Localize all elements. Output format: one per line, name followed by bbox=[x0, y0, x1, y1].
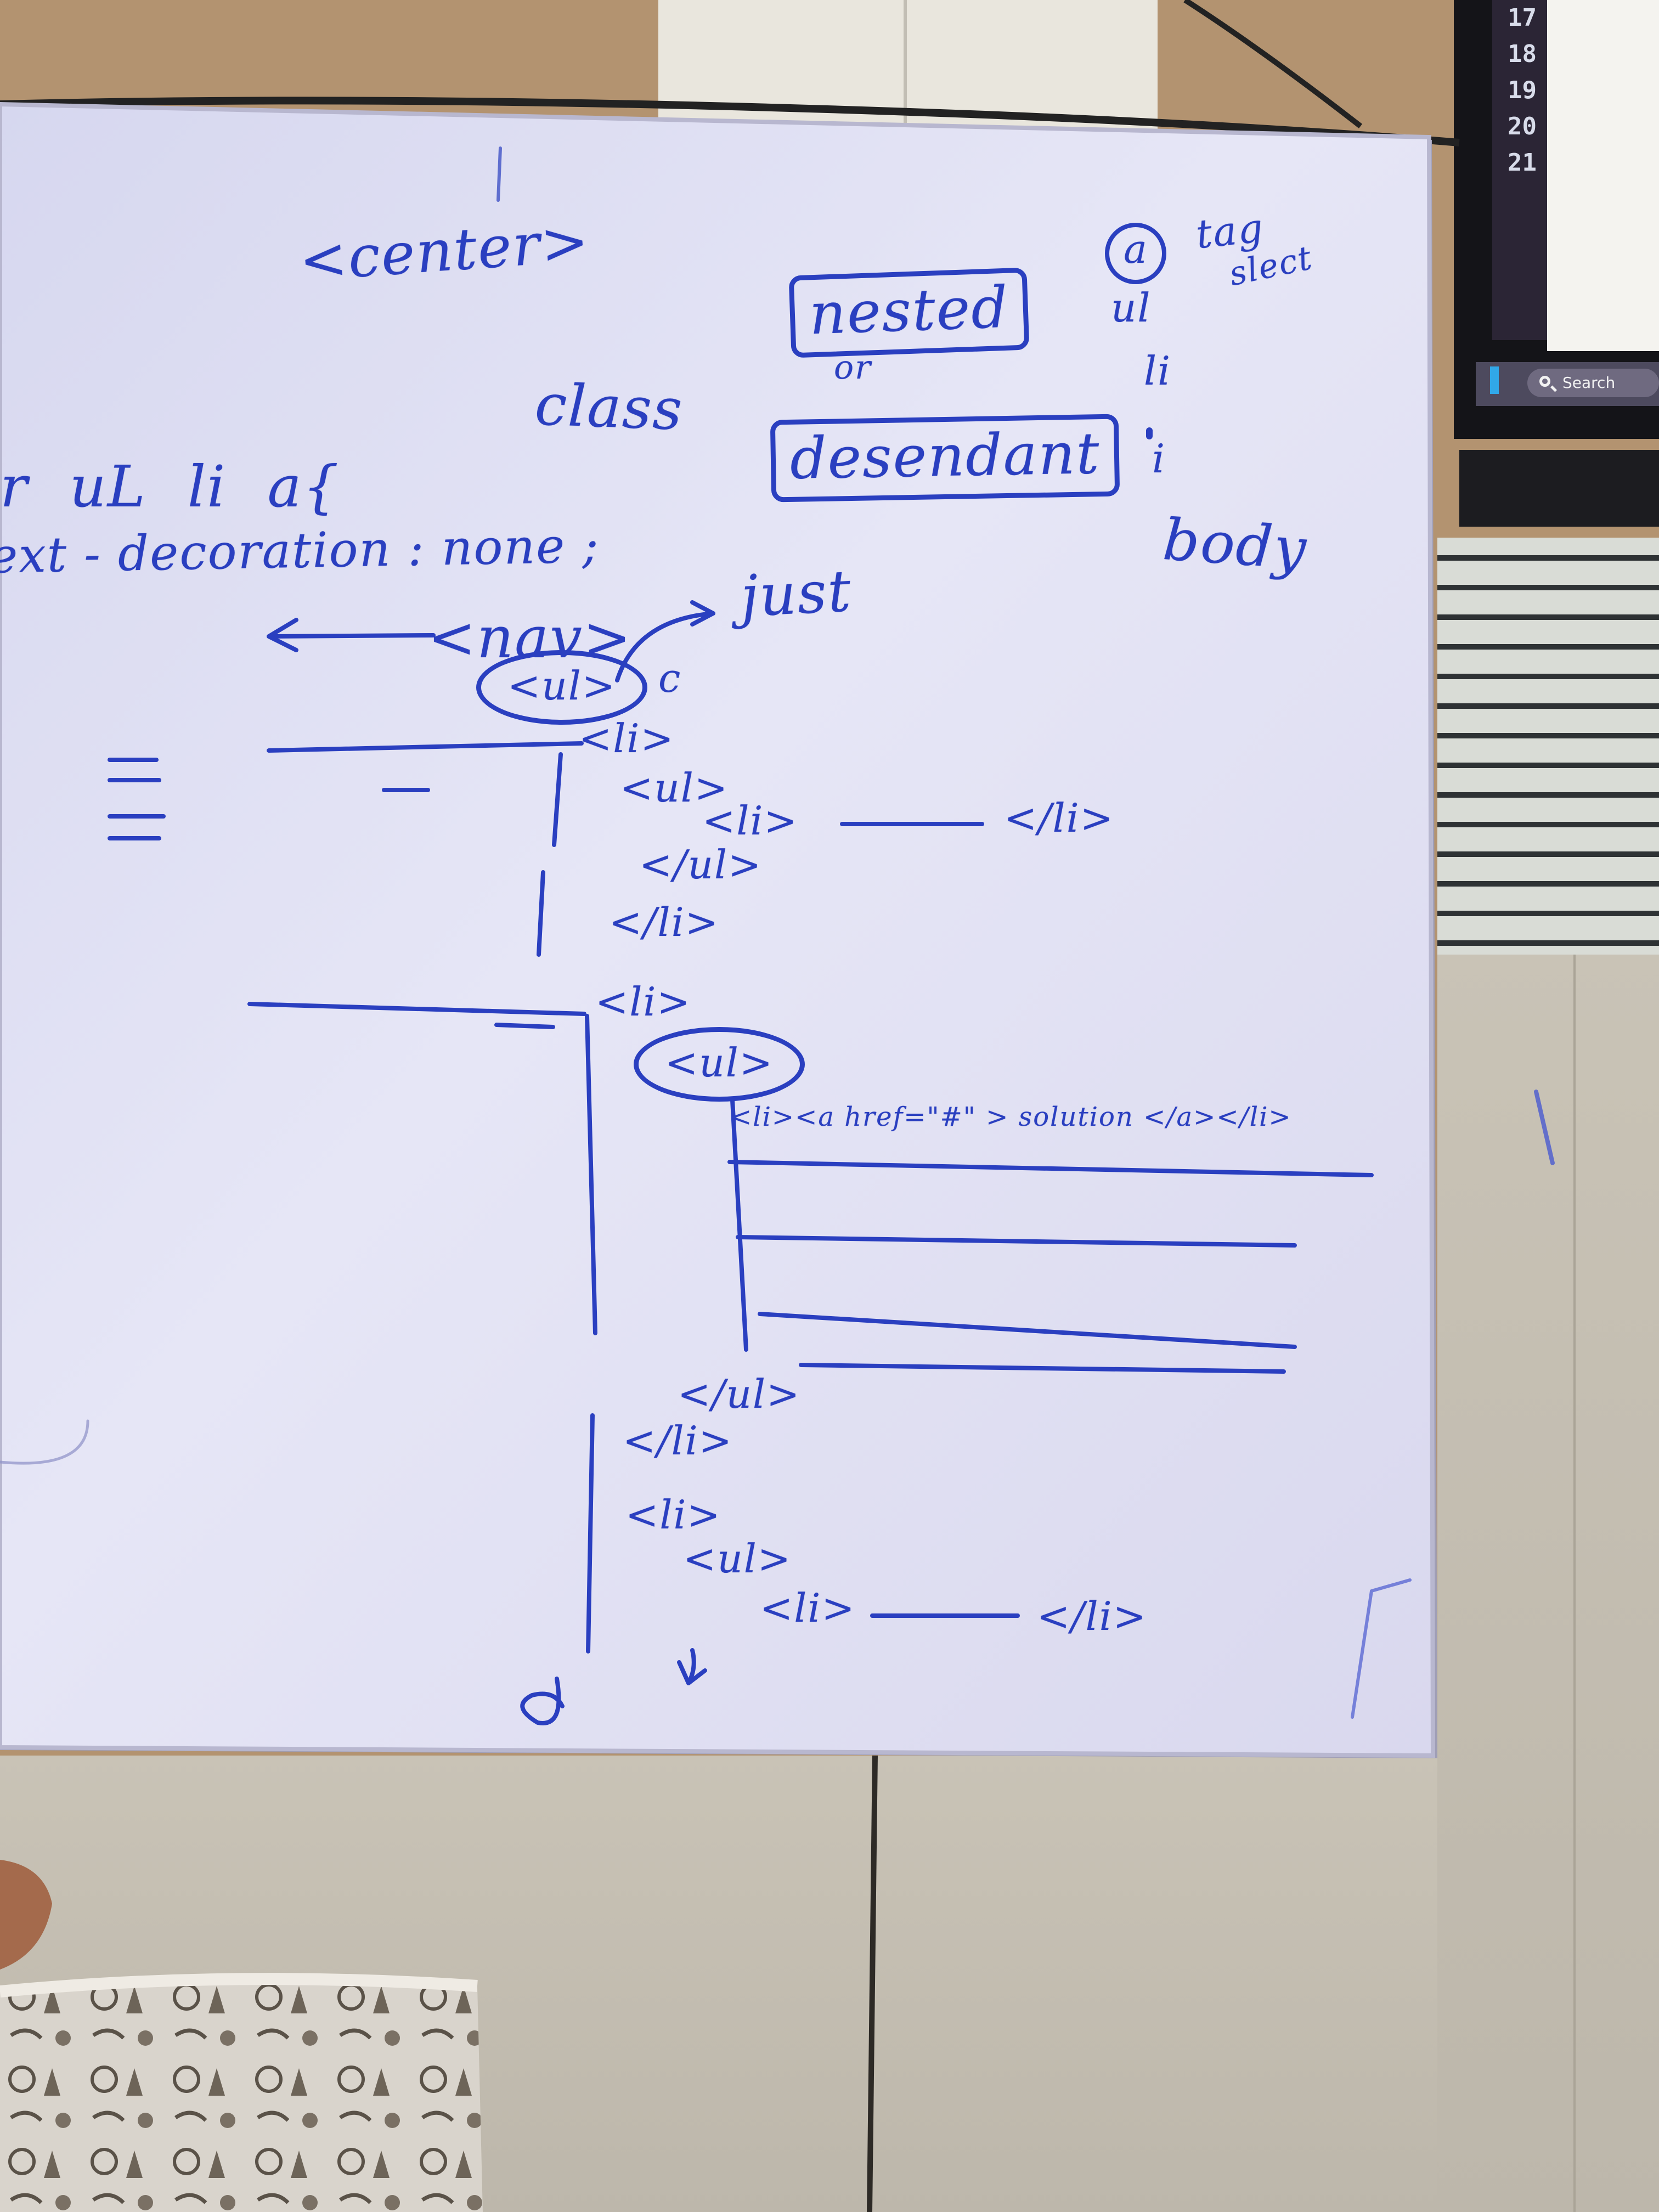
ul-right-note: ul bbox=[1111, 285, 1152, 331]
line-number: 17 bbox=[1508, 4, 1537, 32]
search-label: Search bbox=[1562, 374, 1616, 392]
item-line-1 bbox=[727, 1160, 1374, 1177]
or-note: or bbox=[834, 348, 872, 387]
li-1a-note: <li> bbox=[702, 798, 798, 844]
faint-mark bbox=[1351, 1578, 1412, 1719]
li-2-note: <li> bbox=[595, 979, 691, 1025]
loop-mark bbox=[520, 1677, 565, 1725]
just-arrow-head bbox=[690, 600, 715, 627]
selector-line-note: r uL li a{ bbox=[0, 453, 340, 520]
li-right-note: li bbox=[1144, 348, 1172, 394]
li1-vertical bbox=[552, 752, 563, 847]
ul2-vertical bbox=[730, 1098, 748, 1352]
item-line-2 bbox=[736, 1235, 1297, 1248]
declaration-line-note: ext - decoration : none ; bbox=[0, 517, 600, 584]
hamburger-sketch bbox=[108, 758, 166, 840]
left-edge-curve bbox=[0, 1419, 89, 1465]
ul-3-note: <ul> bbox=[683, 1536, 792, 1582]
taskbar-search-box[interactable]: Search bbox=[1527, 369, 1659, 397]
i-right-note: i bbox=[1152, 436, 1166, 482]
li2-vertical bbox=[585, 1014, 597, 1335]
circled-a-letter: a bbox=[1124, 226, 1148, 272]
item-line-4 bbox=[799, 1363, 1286, 1374]
tag-note: tag bbox=[1193, 204, 1267, 258]
li1-pointer-line bbox=[267, 741, 584, 753]
li-2-close-note: </li> bbox=[623, 1418, 733, 1464]
line-number: 21 bbox=[1508, 149, 1537, 177]
line-number: 18 bbox=[1508, 40, 1537, 68]
down-arrow-head bbox=[677, 1660, 707, 1685]
ul-2-circled-note: <ul> bbox=[634, 1027, 805, 1102]
line-number: 20 bbox=[1508, 112, 1537, 140]
li2-small-mark bbox=[494, 1023, 555, 1029]
ul-2-close-note: </ul> bbox=[678, 1371, 801, 1417]
li1-vertical-lower bbox=[537, 870, 545, 957]
nav-arrow-head bbox=[267, 618, 298, 652]
body-note: body bbox=[1161, 505, 1310, 583]
nested-box-note: nested bbox=[788, 267, 1030, 358]
faint-mark-2 bbox=[1534, 1090, 1555, 1165]
li-1-close-note: </li> bbox=[609, 899, 719, 945]
c-mark-note: c bbox=[658, 655, 682, 701]
circled-a-ring bbox=[1105, 223, 1166, 284]
item-line-3 bbox=[758, 1312, 1297, 1349]
nav-arrow-line bbox=[267, 633, 436, 639]
descendant-box-note: desendant bbox=[770, 414, 1120, 503]
li-3a-close-note: </li> bbox=[1037, 1593, 1147, 1639]
li-3a-note: <li> bbox=[760, 1585, 856, 1631]
ul-1-close-note: </ul> bbox=[639, 842, 763, 888]
li3-vertical bbox=[586, 1413, 595, 1654]
li2-pointer-line bbox=[247, 1002, 586, 1016]
ul-top-circled-note: <ul> bbox=[476, 650, 648, 725]
class-note: class bbox=[533, 371, 685, 443]
just-note: just bbox=[738, 557, 854, 630]
li-3-note: <li> bbox=[625, 1492, 721, 1538]
line-number: 19 bbox=[1508, 76, 1537, 104]
top-tick bbox=[496, 146, 502, 202]
search-icon bbox=[1539, 376, 1550, 387]
link-line-note: <li><a href="#" > solution </a></li> bbox=[730, 1102, 1292, 1132]
li-1a-close-note: </li> bbox=[1004, 795, 1114, 841]
li-1-note: <li> bbox=[579, 715, 675, 761]
ul-1-note: <ul> bbox=[620, 765, 729, 811]
monitor-line-numbers: 17 18 19 20 21 bbox=[1508, 0, 1541, 177]
